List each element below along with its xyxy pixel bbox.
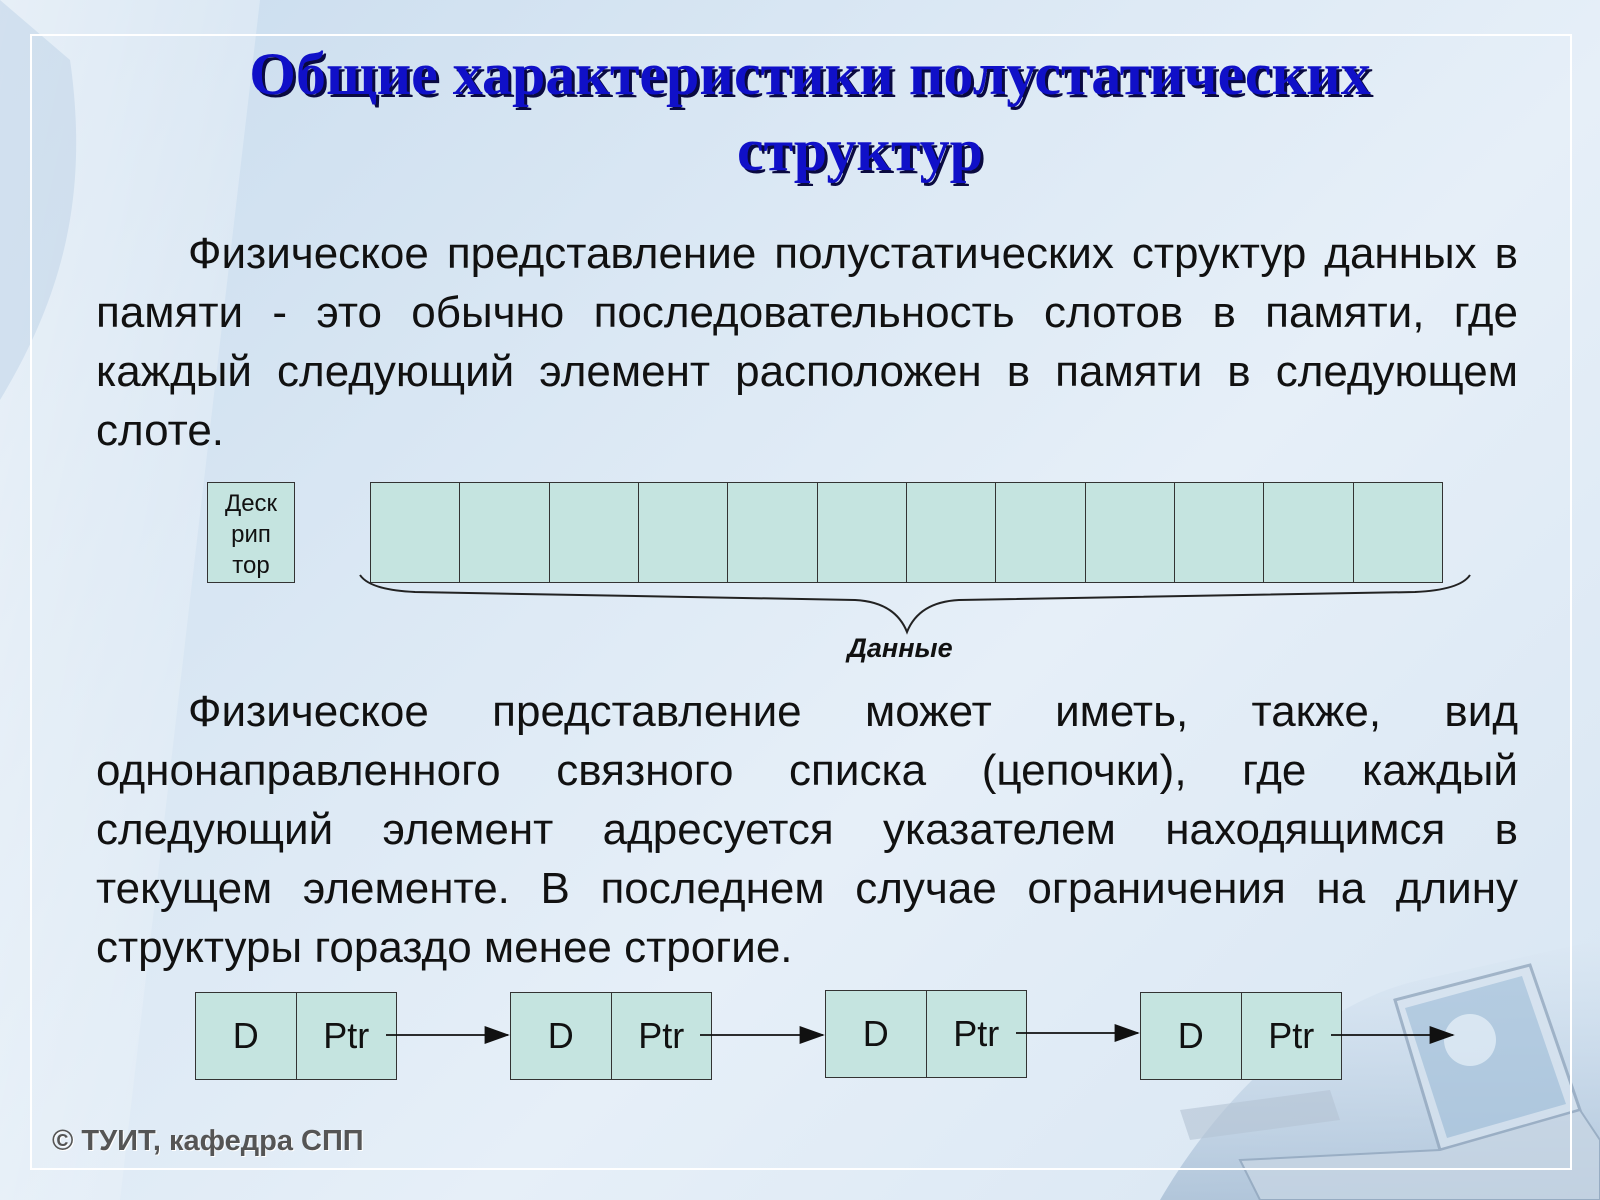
list-node-2: D Ptr <box>510 992 712 1080</box>
node-data-cell: D <box>196 993 297 1079</box>
node-pointer-cell: Ptr <box>1268 1015 1315 1056</box>
descriptor-box: Деск рип тор <box>207 482 295 583</box>
memory-slot <box>371 483 461 582</box>
node-pointer-cell: Ptr <box>638 1015 685 1056</box>
list-node-4: D Ptr <box>1140 992 1342 1080</box>
list-node-3: D Ptr <box>825 990 1027 1078</box>
list-node-1: D Ptr <box>195 992 397 1080</box>
memory-slot <box>1085 483 1175 582</box>
slide-title: Общие характеристики полустатических стр… <box>90 36 1530 188</box>
memory-slot <box>638 483 729 582</box>
descriptor-line: рип <box>231 521 271 548</box>
memory-slot <box>906 483 997 582</box>
memory-slots <box>370 482 1443 583</box>
data-label: Данные <box>847 633 953 663</box>
node-pointer-cell: Ptr <box>953 1013 1000 1054</box>
memory-slot <box>996 483 1086 582</box>
slide-frame <box>30 34 1572 1170</box>
paragraph-memory-slots: Физическое представление полустатических… <box>96 229 1518 455</box>
data-brace <box>359 574 1471 635</box>
node-data-cell: D <box>1141 993 1242 1079</box>
memory-slot <box>460 483 550 582</box>
memory-slot <box>549 483 639 582</box>
memory-slot <box>1264 483 1354 582</box>
title-line-2: структур <box>736 117 984 183</box>
memory-slot <box>817 483 907 582</box>
memory-slot <box>1174 483 1265 582</box>
node-pointer-cell: Ptr <box>323 1015 370 1056</box>
paragraph-linked-list: Физическое представление может иметь, та… <box>96 687 1518 972</box>
title-line-1: Общие характеристики полустатических <box>249 41 1371 107</box>
memory-slot <box>1353 483 1442 582</box>
descriptor-line: тор <box>232 552 270 579</box>
footer-copyright: © ТУИТ, кафедра СПП <box>52 1125 364 1157</box>
node-data-cell: D <box>511 993 612 1079</box>
node-data-cell: D <box>826 991 927 1077</box>
descriptor-line: Деск <box>224 490 278 517</box>
memory-slot <box>728 483 818 582</box>
